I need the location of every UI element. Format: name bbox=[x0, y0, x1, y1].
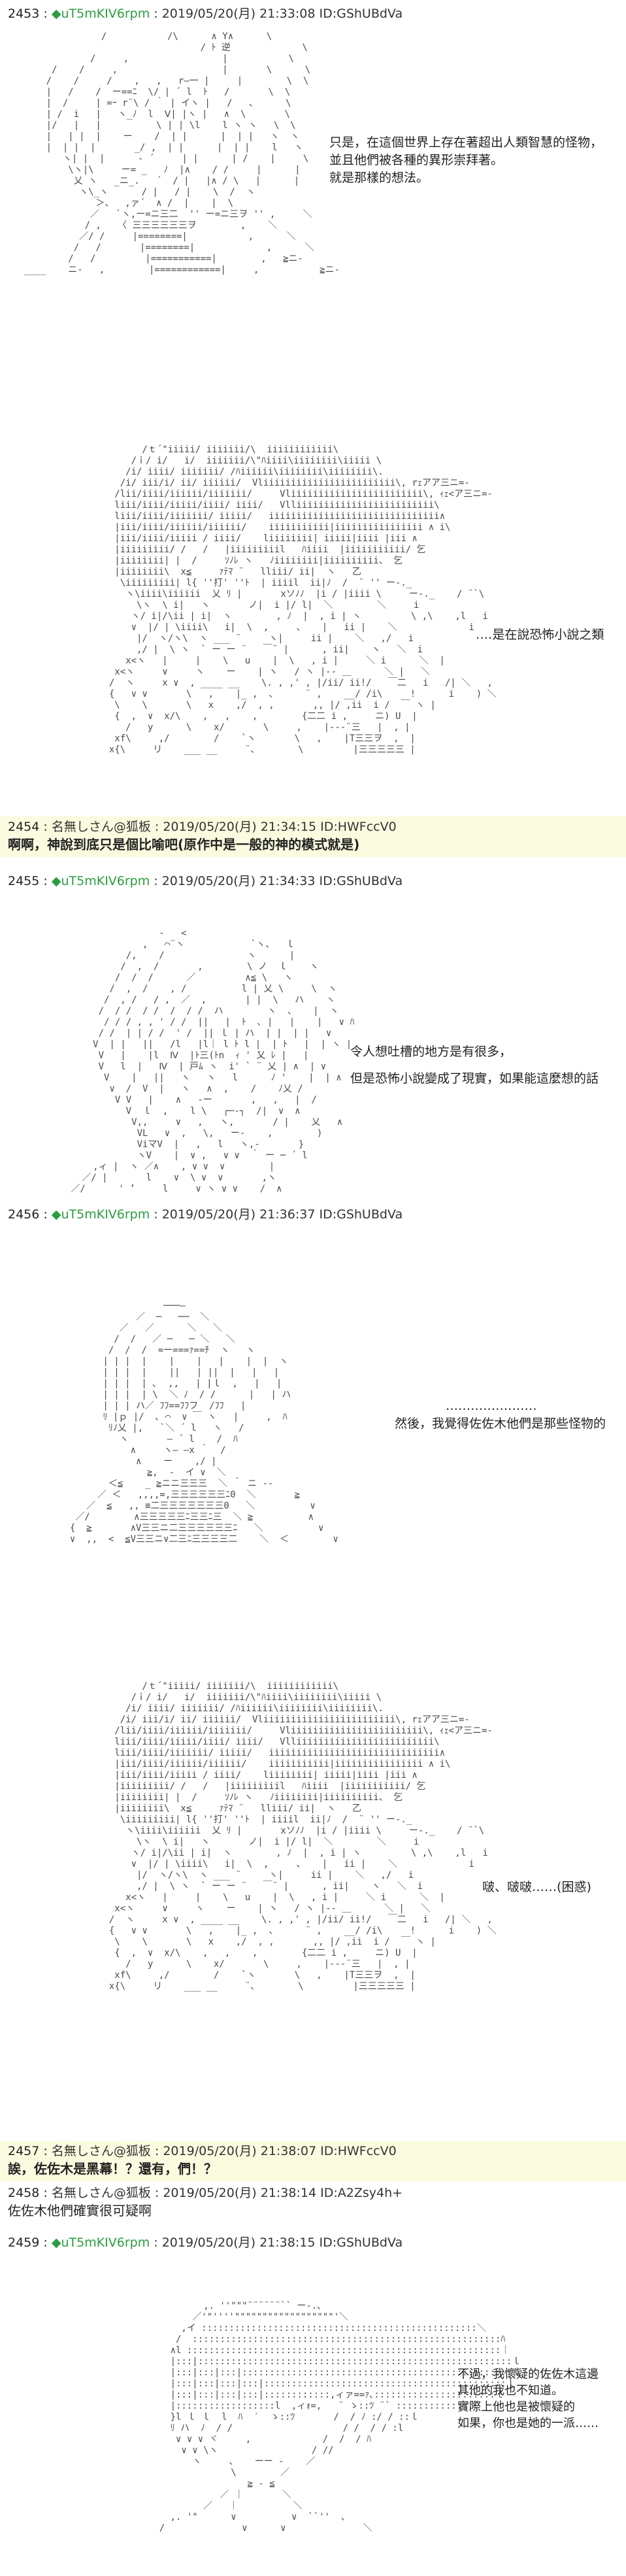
post-header-2459: 2459 : ◆uT5mKIV6rpm : 2019/05/20(月) 21:3… bbox=[8, 2234, 403, 2251]
post-name: 名無しさん@狐板 bbox=[51, 2186, 151, 2200]
post-number[interactable]: 2456 : bbox=[8, 1207, 48, 1222]
dialog-line: 只是，在這個世界上存在著超出人類智慧的怪物， bbox=[329, 135, 603, 150]
dialog-line: 不過，我懷疑的佐佐木這邊 bbox=[457, 2367, 599, 2381]
ascii-art-figure-6: ,. ''"""¨¨¨¨¨¨`` ー-.､ ／'"''''"""""""""""… bbox=[159, 2301, 521, 2534]
post-meta: : 2019/05/20(月) 21:38:07 ID:HWFccV0 bbox=[154, 2144, 397, 2158]
post-meta: : 2019/05/20(月) 21:34:33 ID:GShUBdVa bbox=[154, 874, 403, 888]
post-name: 名無しさん@狐板 bbox=[51, 820, 151, 834]
post-number[interactable]: 2454 : bbox=[8, 820, 48, 834]
dialog-2455: 令人想吐槽的地方是有很多， 但是恐怖小說變成了現實，如果能這麼想的話 bbox=[350, 1043, 599, 1088]
ascii-art-figure-1: / /\ ∧ Y∧ \ / ﾄ 逆 \ / , | \ / / , | \ \ … bbox=[24, 31, 340, 275]
dialog-line: 實際上他也是被懷疑的 bbox=[457, 2400, 575, 2414]
post-meta: : 2019/05/20(月) 21:38:14 ID:A2Zsy4h+ bbox=[154, 2186, 403, 2200]
post-tripcode: ◆uT5mKIV6rpm bbox=[51, 7, 150, 21]
post-body-2457: 誒，佐佐木是黑幕！？還有，們！？ bbox=[8, 2161, 217, 2177]
dialog-line: 令人想吐槽的地方是有很多， bbox=[350, 1045, 512, 1059]
post-number[interactable]: 2459 : bbox=[8, 2235, 48, 2250]
post-highlight-2454 bbox=[0, 816, 626, 857]
post-number[interactable]: 2453 : bbox=[8, 7, 48, 21]
dialog-2456b: 啵、啵啵‥‥‥(困惑) bbox=[482, 1879, 591, 1896]
post-header-2458: 2458 : 名無しさん@狐板 : 2019/05/20(月) 21:38:14… bbox=[8, 2184, 403, 2201]
dialog-line: 然後，我覺得佐佐木他們是那些怪物的 bbox=[395, 1416, 606, 1431]
dialog-line: 啵、啵啵‥‥‥(困惑) bbox=[482, 1880, 591, 1894]
post-body-2458: 佐佐木他們確實很可疑啊 bbox=[8, 2203, 152, 2218]
dialog-2453b: ‥‥是在說恐怖小說之類 bbox=[476, 626, 604, 644]
dialog-line: ‥‥‥‥‥‥‥‥‥‥‥ bbox=[446, 1399, 537, 1413]
post-number[interactable]: 2455 : bbox=[8, 874, 48, 888]
post-tripcode: ◆uT5mKIV6rpm bbox=[51, 2235, 150, 2250]
dialog-2456: ‥‥‥‥‥‥‥‥‥‥‥ 然後，我覺得佐佐木他們是那些怪物的 bbox=[395, 1397, 606, 1433]
post-highlight-2457 bbox=[0, 2141, 626, 2181]
ascii-art-figure-3: ‐ < , ⌒¨ヽ `ヽ、 ｌ /, / ヽ | / , / , \ ノ ｌ ヽ… bbox=[71, 928, 355, 1194]
ascii-art-figure-2: /ｔ´"iiiii/ iiiiiii/\ iiiiiiiiiiii\ /ｉ/ i… bbox=[98, 444, 497, 755]
post-header-2454: 2454 : 名無しさん@狐板 : 2019/05/20(月) 21:34:15… bbox=[8, 818, 397, 835]
dialog-line: 就是那樣的想法。 bbox=[329, 171, 429, 185]
dialog-2459: 不過，我懷疑的佐佐木這邊 其他的我也不知道。 實際上他也是被懷疑的 如果，你也是… bbox=[457, 2366, 599, 2432]
post-number[interactable]: 2458 : bbox=[8, 2186, 48, 2200]
dialog-2453: 只是，在這個世界上存在著超出人類智慧的怪物， 並且他們被各種的異形崇拜著。 就是… bbox=[329, 134, 602, 187]
post-header-2455: 2455 : ◆uT5mKIV6rpm : 2019/05/20(月) 21:3… bbox=[8, 873, 403, 890]
post-meta: : 2019/05/20(月) 21:33:08 ID:GShUBdVa bbox=[154, 7, 403, 21]
post-name: 名無しさん@狐板 bbox=[51, 2144, 151, 2158]
post-header-2453: 2453 : ◆uT5mKIV6rpm : 2019/05/20(月) 21:3… bbox=[8, 5, 403, 22]
post-meta: : 2019/05/20(月) 21:34:15 ID:HWFccV0 bbox=[154, 820, 397, 834]
ascii-art-figure-5: /ｔ´"iiiii/ iiiiiii/\ iiiiiiiiiiii\ /ｉ/ i… bbox=[98, 1681, 497, 1992]
post-header-2457: 2457 : 名無しさん@狐板 : 2019/05/20(月) 21:38:07… bbox=[8, 2143, 397, 2160]
post-tripcode: ◆uT5mKIV6rpm bbox=[51, 874, 150, 888]
post-number[interactable]: 2457 : bbox=[8, 2144, 48, 2158]
post-body-2454: 啊啊，神說到底只是個比喻吧(原作中是一般的神的模式就是) bbox=[8, 837, 360, 852]
post-meta: : 2019/05/20(月) 21:38:15 ID:GShUBdVa bbox=[154, 2235, 403, 2250]
dialog-line: ‥‥是在說恐怖小說之類 bbox=[476, 627, 604, 642]
post-header-2456: 2456 : ◆uT5mKIV6rpm : 2019/05/20(月) 21:3… bbox=[8, 1206, 403, 1223]
post-tripcode: ◆uT5mKIV6rpm bbox=[51, 1207, 150, 1222]
dialog-line: 如果，你也是她的一派‥‥‥ bbox=[457, 2417, 599, 2430]
ascii-art-figure-4: ───― ／ ─ ── ＼ ／ ／ ＼ ＼ / / ／ ─ ─ ＼ ＼ / / … bbox=[69, 1301, 338, 1545]
dialog-line: 其他的我也不知道。 bbox=[457, 2384, 563, 2398]
post-meta: : 2019/05/20(月) 21:36:37 ID:GShUBdVa bbox=[154, 1207, 403, 1222]
dialog-line: 但是恐怖小說變成了現實，如果能這麼想的話 bbox=[350, 1071, 599, 1086]
dialog-line: 並且他們被各種的異形崇拜著。 bbox=[329, 153, 504, 167]
